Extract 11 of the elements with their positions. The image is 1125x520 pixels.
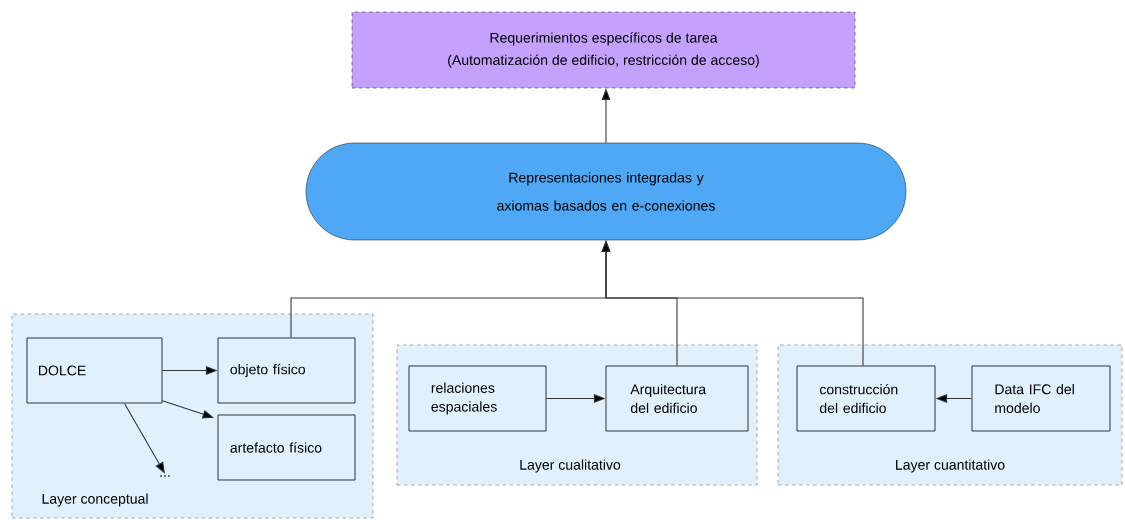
requirements-box: Requerimientos específicos de tarea (Automatización de edificio, restricción de acceso) <box>351 11 856 89</box>
concept-box: relaciones espaciales <box>408 365 547 432</box>
arrow <box>124 402 165 474</box>
concept-box: Data IFC del modelo <box>971 365 1111 432</box>
ellipsis-text: ... <box>160 475 170 477</box>
concept-box: objeto físico <box>217 337 356 404</box>
concept-box: DOLCE <box>26 337 163 404</box>
rounded-process-box: Representaciones integradas y axiomas basados en e-conexiones <box>305 142 907 241</box>
concept-box: Arquitectura del edificio <box>605 365 749 432</box>
concept-box: construcción del edificio <box>796 365 936 432</box>
concept-box: artefacto físico <box>217 414 356 481</box>
